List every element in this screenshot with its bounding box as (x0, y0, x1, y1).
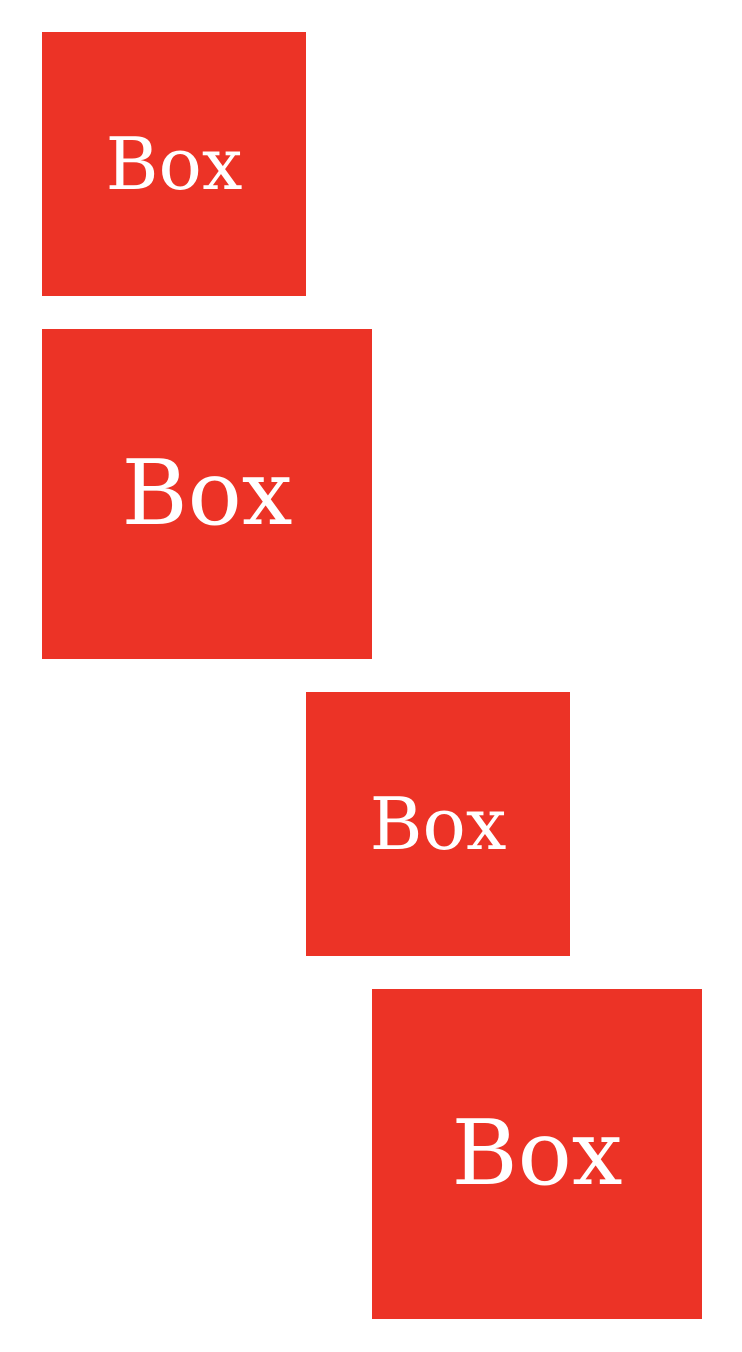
box-3: Box (306, 692, 570, 956)
box-3-label: Box (369, 782, 507, 866)
box-4-label: Box (451, 1101, 623, 1206)
box-1: Box (42, 32, 306, 296)
box-2-label: Box (121, 441, 293, 546)
box-2: Box (42, 329, 372, 659)
box-1-label: Box (105, 122, 243, 206)
box-4: Box (372, 989, 702, 1319)
